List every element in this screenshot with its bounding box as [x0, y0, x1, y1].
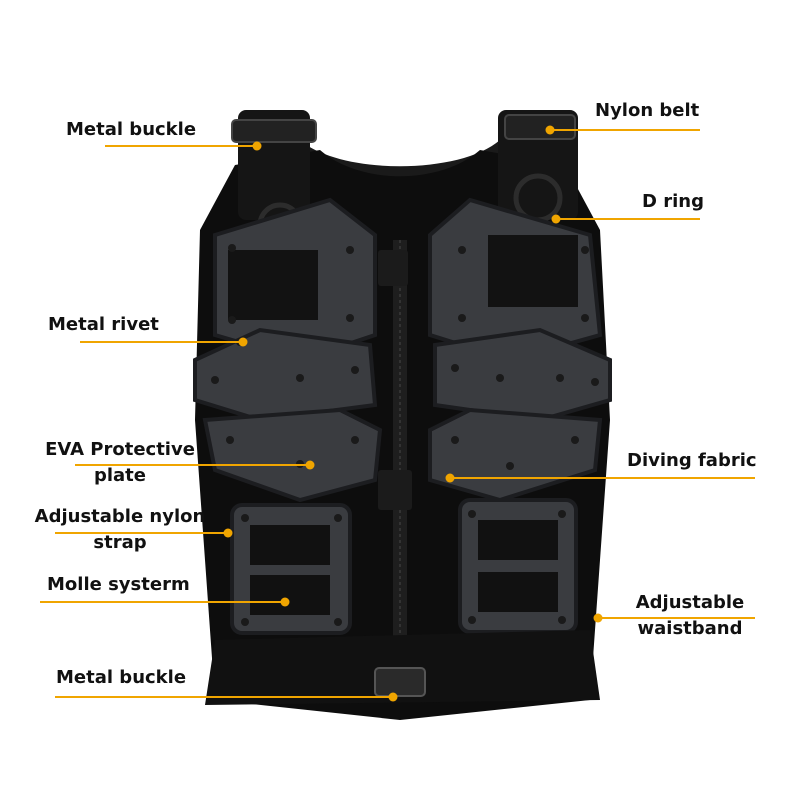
right-nylon-belt-buckle [504, 114, 576, 140]
zipper-tab-top [378, 250, 408, 286]
label-diving-fabric: Diving fabric [627, 450, 757, 471]
left-velcro-panel [228, 250, 318, 320]
label-metal-buckle-bottom: Metal buckle [56, 667, 187, 688]
label-metal-rivet: Metal rivet [48, 314, 159, 335]
label-adjustable-waistband: Adjustable waistband [620, 590, 760, 642]
right-molle-pouch [458, 498, 578, 634]
center-zipper [393, 240, 407, 680]
label-eva-line2: plate [93, 465, 146, 486]
label-d-ring: D ring [642, 191, 704, 212]
callout-lines [40, 129, 755, 698]
label-nylon-belt: Nylon belt [595, 100, 700, 121]
left-lower-plate [202, 407, 383, 503]
label-adj-waist-line1: Adjustable [635, 592, 745, 613]
label-eva-protective-plate: EVA Protective plate [20, 437, 220, 489]
label-eva-line1: EVA Protective [45, 439, 195, 460]
label-adj-nylon-line2: strap [93, 532, 147, 553]
label-molle-systerm: Molle systerm [47, 574, 190, 595]
right-mid-plate [433, 327, 612, 423]
bottom-metal-buckle [374, 667, 426, 697]
right-velcro-panel [488, 235, 578, 307]
callout-dots [223, 125, 603, 702]
left-metal-buckle [231, 119, 317, 143]
label-adjustable-nylon-strap: Adjustable nylon strap [20, 504, 220, 556]
label-adj-nylon-line1: Adjustable nylon [34, 506, 206, 527]
left-mid-plate [193, 327, 378, 423]
zipper-tab-bottom [378, 470, 412, 510]
label-adj-waist-line2: waistband [637, 618, 743, 639]
label-metal-buckle-top: Metal buckle [66, 119, 197, 140]
